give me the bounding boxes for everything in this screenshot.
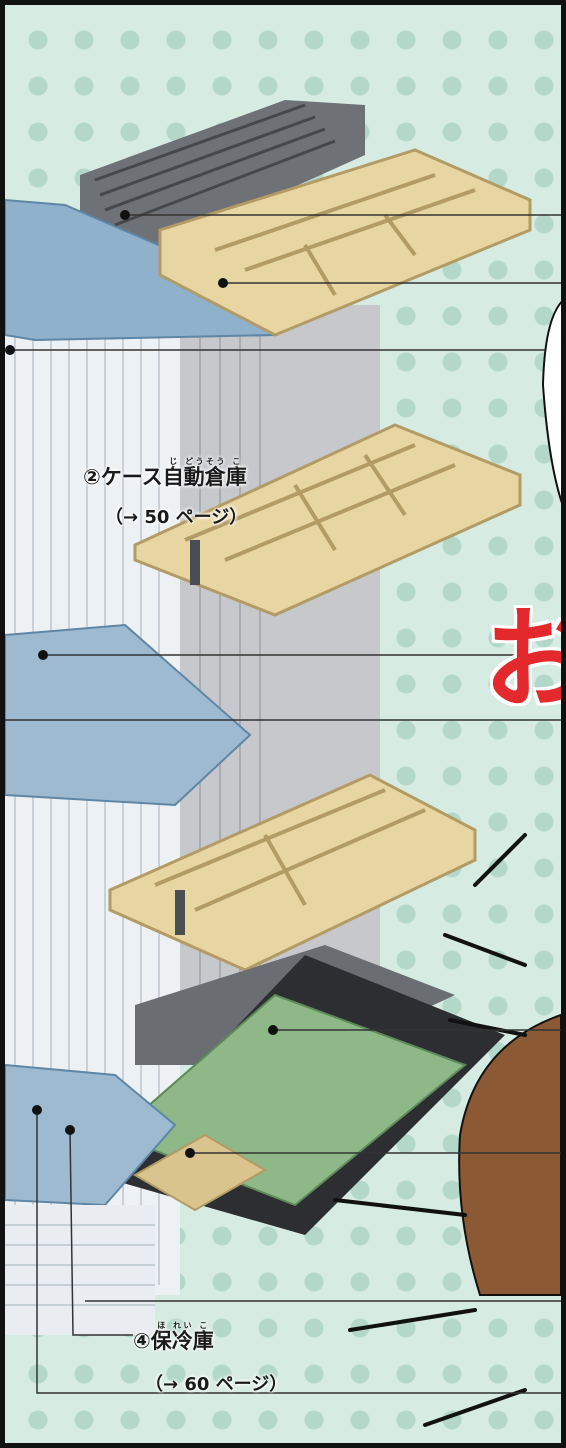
case-asrs-page-ref: （→ 50 ページ）: [105, 507, 248, 528]
case-asrs-reading-4: こ: [225, 457, 247, 466]
case-asrs-kanji-4: 庫こ: [225, 457, 247, 489]
case-asrs-name: ケース自じ動どう倉そう庫こ: [100, 457, 247, 489]
cold-storage-kanji-0: 保ほ: [150, 1321, 172, 1353]
exclamation-text: お: [483, 605, 561, 715]
cold-storage-reading-2: こ: [192, 1321, 214, 1330]
case-asrs-kanji-2: 動どう: [183, 457, 205, 489]
case-asrs-reading-1: じ: [162, 457, 184, 466]
character-hair: [458, 1013, 561, 1296]
middle-tan-floor: [133, 423, 522, 617]
case-asrs-reading-3: そう: [204, 457, 226, 466]
cold-storage-label: ④保ほ冷れい庫こ: [133, 1321, 214, 1355]
cold-storage-reading-0: ほ: [150, 1321, 172, 1330]
motion-lines: [333, 833, 527, 1427]
speech-bubble: [541, 301, 561, 504]
top-storage-racks: [80, 100, 365, 245]
leader-lines: [5, 214, 561, 1394]
case-asrs-label: ②ケース自じ動どう倉そう庫こ: [83, 457, 247, 491]
case-asrs-kanji-1: 自じ: [162, 457, 184, 489]
middle-blue-deck: [5, 623, 252, 807]
cold-storage-page-ref: （→ 60 ページ）: [145, 1374, 288, 1395]
cold-storage-number: ④: [133, 1329, 151, 1353]
warehouse-cutaway-illustration: [5, 100, 561, 1427]
cold-storage-name: 保ほ冷れい庫こ: [150, 1321, 214, 1353]
case-asrs-reading-2: どう: [183, 457, 205, 466]
cold-storage-kanji-2: 庫こ: [192, 1321, 214, 1353]
case-asrs-text-0: ケース: [100, 465, 163, 489]
bottom-blue-deck: [5, 1063, 177, 1207]
leader-dots: [5, 210, 278, 1158]
top-tan-floor: [158, 148, 532, 337]
cold-storage-kanji-1: 冷れい: [171, 1321, 193, 1353]
case-asrs-kanji-3: 倉そう: [204, 457, 226, 489]
lower-tan-floor: [108, 773, 477, 972]
case-asrs-number: ②: [83, 465, 101, 489]
cold-storage-reading-1: れい: [171, 1321, 193, 1330]
